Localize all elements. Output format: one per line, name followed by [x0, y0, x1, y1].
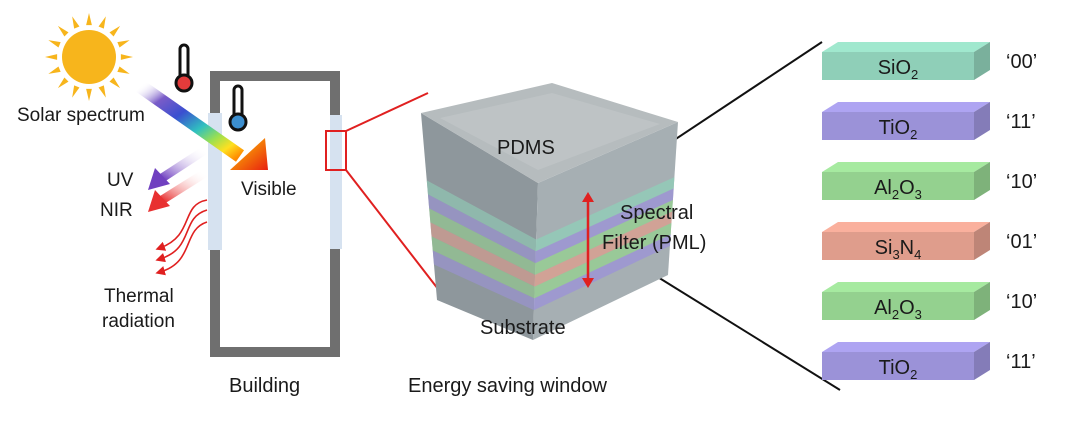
cube-filter-band	[534, 222, 672, 299]
cube-filter-band	[431, 236, 535, 299]
sun-ray	[57, 25, 69, 37]
plate-side	[974, 222, 990, 260]
layer-plate: SiO2 ‘00’	[822, 42, 1037, 82]
layer-code-label: ‘11’	[1006, 111, 1036, 133]
plate-front	[822, 232, 974, 260]
sun-ray	[120, 54, 133, 60]
plate-top	[822, 162, 990, 172]
detail-line-bottom	[639, 265, 841, 391]
cube-filter-band	[430, 222, 536, 287]
layer-plate: Si3N4 ‘01’	[822, 222, 1037, 262]
sun-ray	[86, 88, 92, 101]
cube-filter-band	[426, 180, 537, 252]
sun-icon	[45, 13, 133, 101]
plate-side	[974, 42, 990, 80]
layer-plate: Al2O3 ‘10’	[822, 282, 1037, 322]
cube-filter-band	[429, 208, 536, 275]
uv-label: UV	[107, 170, 134, 191]
solar-spectrum-label: Solar spectrum	[17, 105, 145, 126]
cube-filter-band	[534, 211, 673, 287]
plate-side	[974, 162, 990, 200]
layer-material-label: Al2O3	[874, 297, 922, 322]
sun-ray	[117, 66, 130, 74]
plate-top	[822, 342, 990, 352]
plate-side	[974, 102, 990, 140]
nir-label: NIR	[100, 200, 133, 221]
uv-arrow	[148, 146, 208, 190]
layer-code-label: ‘10’	[1006, 291, 1037, 313]
plate-front	[822, 172, 974, 200]
layer-code-label: ‘01’	[1006, 231, 1037, 253]
layer-plate: TiO2 ‘11’	[822, 342, 1036, 382]
plate-top	[822, 222, 990, 232]
cube-filter-band	[432, 250, 535, 311]
energy-saving-window-label: Energy saving window	[408, 375, 608, 397]
layer-code-label: ‘11’	[1006, 351, 1036, 373]
sun-ray	[45, 54, 58, 60]
sun-ray	[48, 40, 61, 48]
spectral-filter-label-line1: Spectral	[620, 202, 693, 224]
window-cube	[421, 83, 678, 340]
sun-ray	[57, 77, 69, 89]
sun-ray	[86, 13, 92, 26]
thermal-radiation-arrows	[155, 199, 208, 276]
plate-top	[822, 102, 990, 112]
cube-filter-band	[535, 200, 673, 275]
layer-material-label: TiO2	[879, 117, 918, 142]
sun-ray	[72, 85, 80, 98]
layer-material-label: SiO2	[878, 57, 919, 82]
sun-ray	[72, 16, 80, 29]
cube-filter-band	[535, 177, 675, 252]
building-label: Building	[229, 375, 300, 397]
sun-ray	[48, 66, 61, 74]
layer-code-label: ‘00’	[1006, 51, 1037, 73]
plate-side	[974, 282, 990, 320]
layer-material-label: Si3N4	[875, 237, 922, 262]
cube-filter-band	[535, 188, 674, 264]
layer-plate: TiO2 ‘11’	[822, 102, 1036, 142]
pdms-label: PDMS	[497, 137, 555, 159]
substrate-label: Substrate	[480, 317, 566, 339]
cube-filter-band	[533, 234, 671, 311]
thermal-label-line1: Thermal	[104, 286, 174, 307]
plate-front	[822, 52, 974, 80]
zoom-line-top	[345, 92, 429, 132]
sun-ray	[98, 85, 106, 98]
window-glass-right	[330, 115, 342, 249]
zoom-line-bottom	[345, 169, 446, 299]
layer-material-label: TiO2	[879, 357, 918, 382]
layer-plate: Al2O3 ‘10’	[822, 162, 1037, 202]
layer-code-label: ‘10’	[1006, 171, 1037, 193]
thermal-label-line2: radiation	[102, 311, 175, 332]
building	[208, 71, 347, 357]
nir-arrow	[148, 169, 208, 212]
plate-top	[822, 282, 990, 292]
layer-stack: SiO2 ‘00’ TiO2 ‘11’ Al2O3 ‘10’ Si3N4 ‘01’ Al2O3 ‘…	[822, 42, 1037, 382]
layer-material-label: Al2O3	[874, 177, 922, 202]
cube-filter-band	[427, 194, 536, 264]
plate-side	[974, 342, 990, 380]
thermometer-cool-icon	[228, 84, 248, 132]
sun-ray	[117, 40, 130, 48]
plate-top	[822, 42, 990, 52]
plate-front	[822, 112, 974, 140]
sun-ray	[109, 77, 121, 89]
thermometer-hot-icon	[174, 43, 194, 93]
sun-ray	[98, 16, 106, 29]
spectral-filter-label-line2: Filter (PML)	[602, 232, 706, 254]
plate-front	[822, 352, 974, 380]
solar-spectrum-arrow	[135, 80, 268, 170]
zoom-highlight-box	[325, 130, 347, 171]
sun-ray	[109, 25, 121, 37]
plate-front	[822, 292, 974, 320]
visible-label: Visible	[241, 179, 297, 200]
